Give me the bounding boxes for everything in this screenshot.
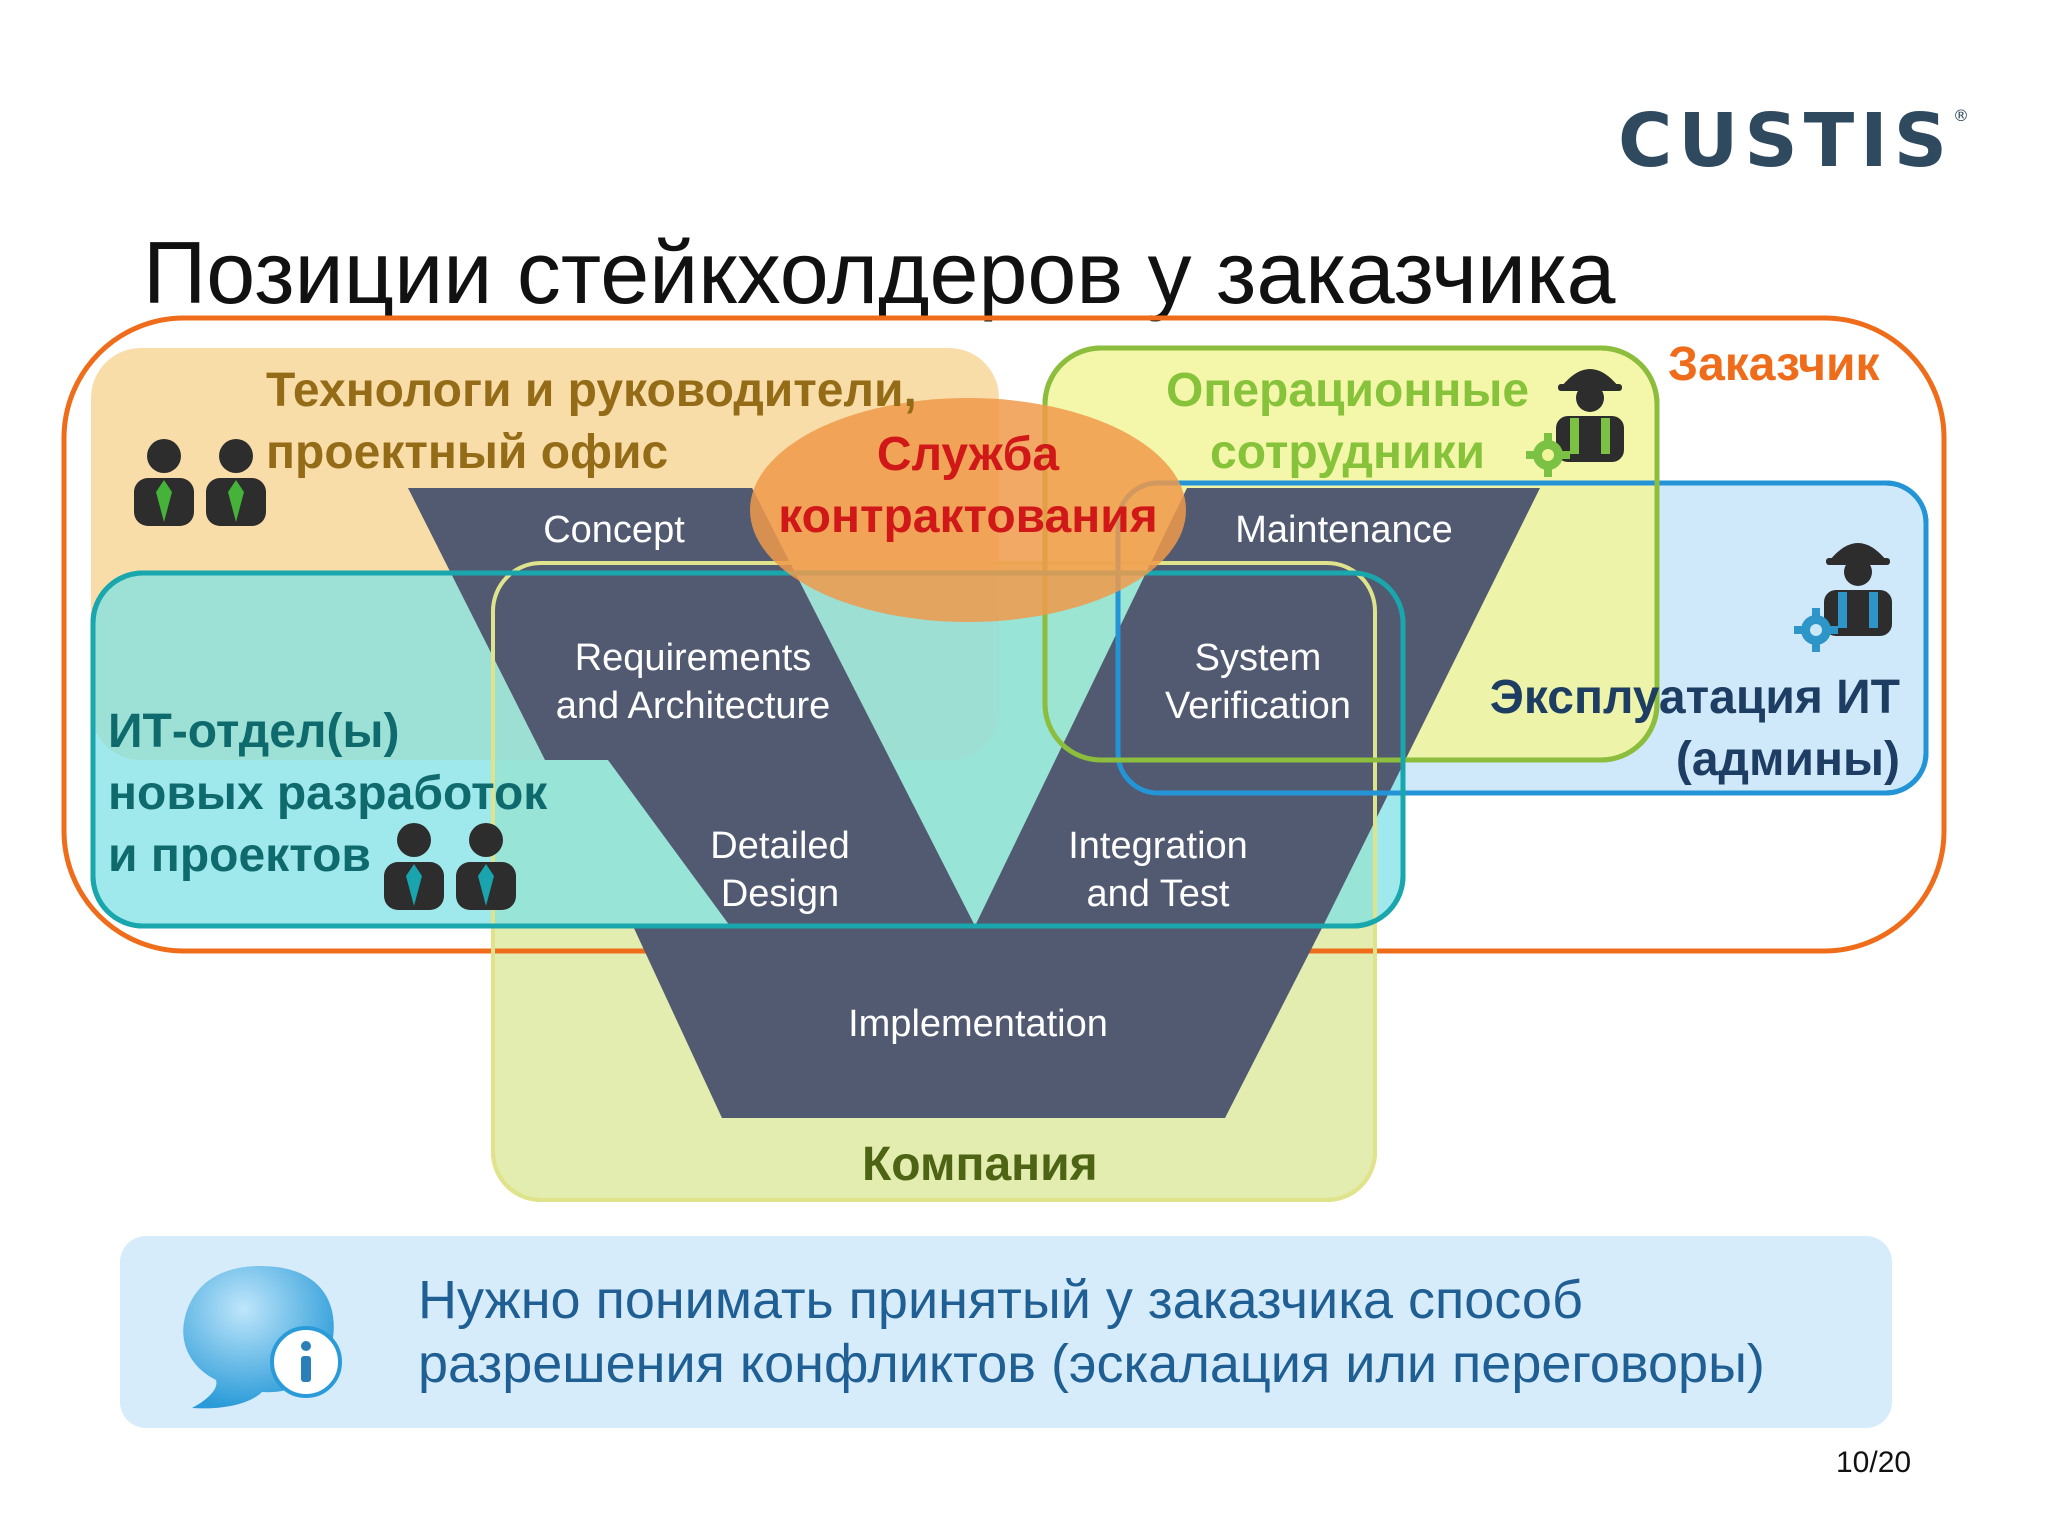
v-phase-requirements-line: and Architecture [555,685,831,727]
v-phase-detailed-design-line: Design [720,873,840,915]
info-message: Нужно понимать принятый у заказчика спос… [418,1268,1765,1396]
v-phase-requirements: Requirements and Architecture [543,634,843,730]
it-dev-label-line: ИТ-отдел(ы) [108,705,400,758]
info-message-line: разрешения конфликтов (эскалация или пер… [418,1334,1765,1394]
v-phase-verification-line: System [1194,637,1322,679]
it-ops-label-line: Эксплуатация ИТ [1489,671,1900,724]
it-ops-label: Эксплуатация ИТ (админы) [1456,667,1900,791]
v-phase-detailed-design: Detailed Design [680,822,880,918]
v-model-bottom [633,926,1323,1118]
worker-icon [1824,543,1892,636]
operations-label: Операционные сотрудники [1166,360,1529,484]
tech-managers-label: Технологи и руководители, проектный офис [266,360,917,484]
logo-registered-mark: ® [1953,106,1975,125]
gear-icon [1794,608,1838,652]
tech-managers-label-line: проектный офис [266,426,669,479]
it-dev-outline [90,570,1406,929]
tech-managers-label-line: Технологи и руководители, [266,364,917,417]
contracting-label-line: Служба [876,428,1060,481]
v-phase-requirements-line: Requirements [574,637,812,679]
page-number: 10/20 [1836,1446,1912,1479]
v-phase-implementation: Implementation [848,1003,1108,1045]
it-dev-label-line: и проектов [108,829,371,882]
contracting-region [750,398,1186,622]
customer-label: Заказчик [1668,338,1880,391]
logo-text: CUSTIS [1618,98,1953,184]
it-dev-label-line: новых разработок [108,767,548,820]
info-box [120,1236,1892,1428]
business-person-icon [456,823,516,910]
contracting-label: Служба контрактования [752,424,1184,548]
contracting-label-line: контрактования [778,490,1158,543]
it-ops-label-line: (админы) [1675,733,1900,786]
info-message-line: Нужно понимать принятый у заказчика спос… [418,1270,1583,1330]
v-phase-integration-line: and Test [1086,873,1230,915]
v-phase-verification-line: Verification [1165,685,1351,727]
company-label: Компания [862,1138,1098,1191]
it-dev-label: ИТ-отдел(ы) новых разработок и проектов [108,701,547,887]
info-speech-bubble-icon [183,1266,342,1409]
business-person-icon [206,439,266,526]
operations-label-line: сотрудники [1210,426,1486,479]
business-person-icon [384,823,444,910]
v-phase-maintenance: Maintenance [1235,509,1453,551]
v-phase-concept: Concept [543,509,685,551]
custis-logo: CUSTIS® [1618,98,1975,184]
business-person-icon [134,439,194,526]
worker-icon [1556,369,1624,462]
page-title: Позиции стейкхолдеров у заказчика [143,223,1616,322]
gear-icon [1526,433,1570,477]
v-phase-integration-line: Integration [1068,825,1248,867]
v-phase-system-verification: System Verification [1133,634,1383,730]
v-phase-integration: Integration and Test [1048,822,1268,918]
it-ops-outline [1115,480,1929,796]
operations-label-line: Операционные [1166,364,1530,417]
v-phase-detailed-design-line: Detailed [710,825,850,867]
